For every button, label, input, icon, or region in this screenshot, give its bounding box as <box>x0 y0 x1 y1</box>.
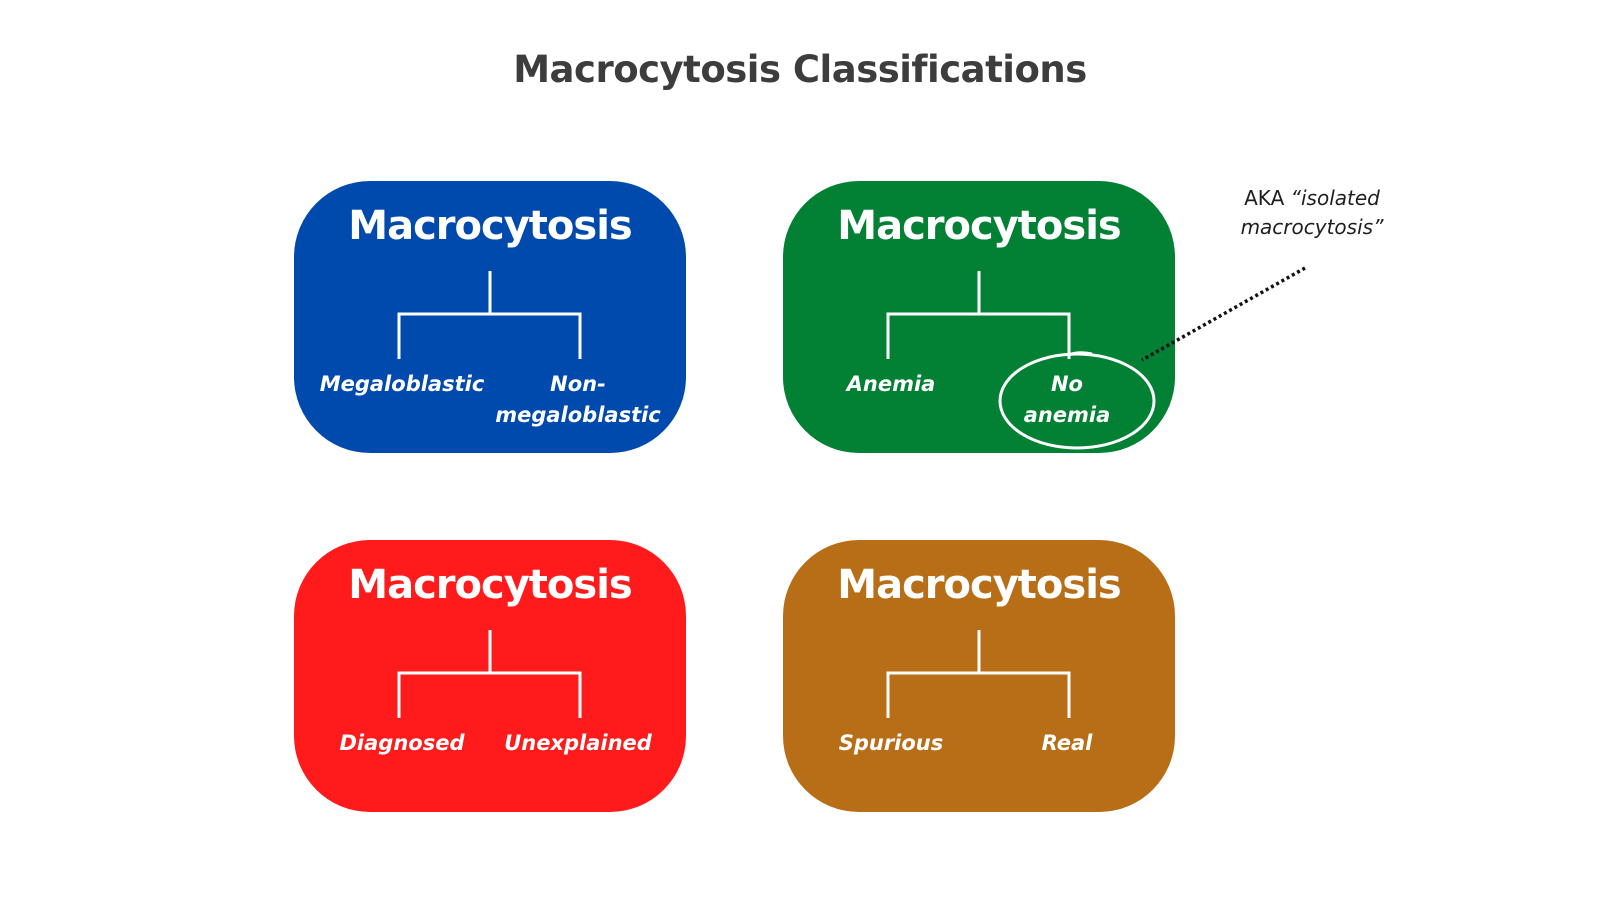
branch-label-right: Real <box>1041 731 1093 755</box>
classification-card-diagnosed: Macrocytosis Diagnosed Unexplained <box>294 540 686 812</box>
card-heading: Macrocytosis <box>837 203 1121 249</box>
branch-label-left: Diagnosed <box>339 731 465 755</box>
branch-label-right: Non- megaloblastic <box>495 372 661 427</box>
annotation-prefix: AKA <box>1244 186 1285 210</box>
branch-label-right: No anemia <box>1023 372 1111 427</box>
tree-connector <box>886 630 1071 718</box>
classification-card-megaloblastic: Macrocytosis Megaloblastic Non- megalobl… <box>294 181 686 453</box>
card-heading: Macrocytosis <box>348 562 632 608</box>
branch-label-left: Megaloblastic <box>319 372 485 396</box>
branch-label-right: Unexplained <box>504 731 652 755</box>
annotation-note: AKA “isolated macrocytosis” <box>1222 184 1402 242</box>
tree-connector <box>397 630 582 718</box>
card-heading: Macrocytosis <box>837 562 1121 608</box>
classification-card-anemia: Macrocytosis Anemia No anemia <box>783 181 1175 453</box>
classification-card-spurious: Macrocytosis Spurious Real <box>783 540 1175 812</box>
page-title: Macrocytosis Classifications <box>513 48 1087 91</box>
tree-connector <box>397 271 582 359</box>
card-heading: Macrocytosis <box>348 203 632 249</box>
annotation-quote: “isolated macrocytosis” <box>1240 186 1384 239</box>
tree-connector <box>886 271 1071 359</box>
branch-label-left: Anemia <box>846 372 936 396</box>
branch-label-left: Spurious <box>838 731 944 755</box>
